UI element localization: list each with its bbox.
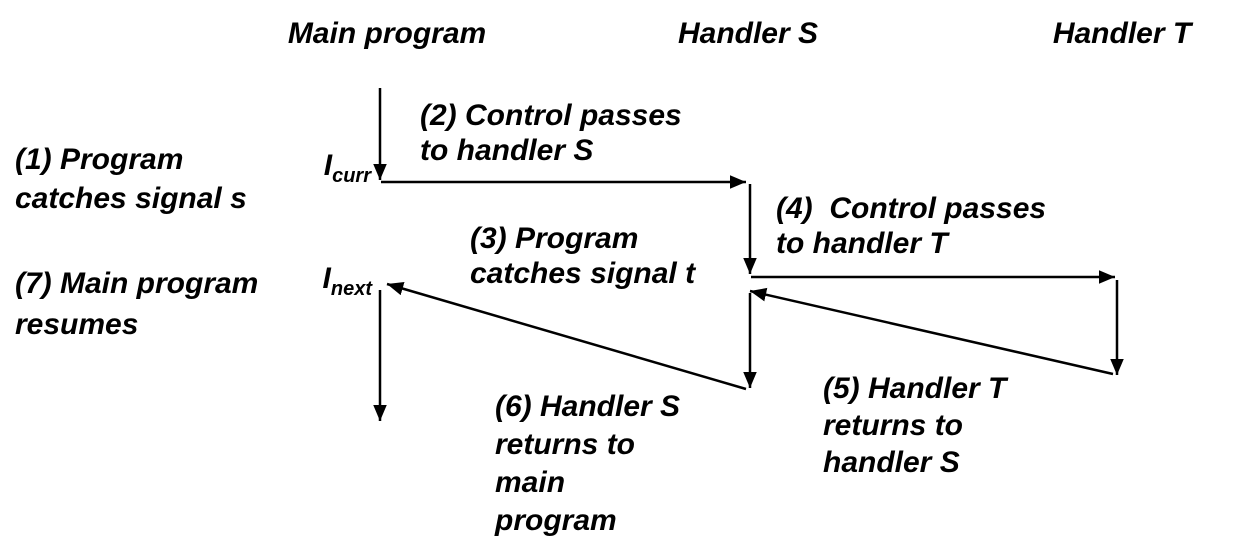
- i-next-base: I: [322, 262, 331, 295]
- column-header-handler-s: Handler S: [677, 17, 819, 50]
- i-next-subscript: next: [330, 278, 372, 300]
- step-4-label: (4) Control passes to handler T: [776, 192, 1047, 260]
- instruction-marker-i-next: Inext: [272, 262, 372, 301]
- instruction-marker-i-curr: Icurr: [271, 149, 371, 188]
- column-header-handler-t: Handler T: [1052, 17, 1192, 50]
- i-curr-subscript: curr: [332, 165, 371, 187]
- handler-s-return-arrow: [386, 281, 747, 391]
- step-1-label: (1) Program catches signal s: [15, 143, 247, 215]
- step-3-label: (3) Program catches signal t: [470, 222, 696, 290]
- i-curr-base: I: [323, 149, 333, 182]
- step-5-label: (5) Handler T returns to handler S: [823, 372, 1007, 479]
- step-7-label: (7) Main program resumes: [15, 267, 259, 341]
- step-2-label: (2) Control passes to handler S: [420, 99, 682, 167]
- handler-t-return-arrow: [749, 287, 1114, 376]
- column-header-main-program: Main program: [287, 17, 487, 50]
- step-6-label: (6) Handler S returns to main program: [495, 390, 681, 537]
